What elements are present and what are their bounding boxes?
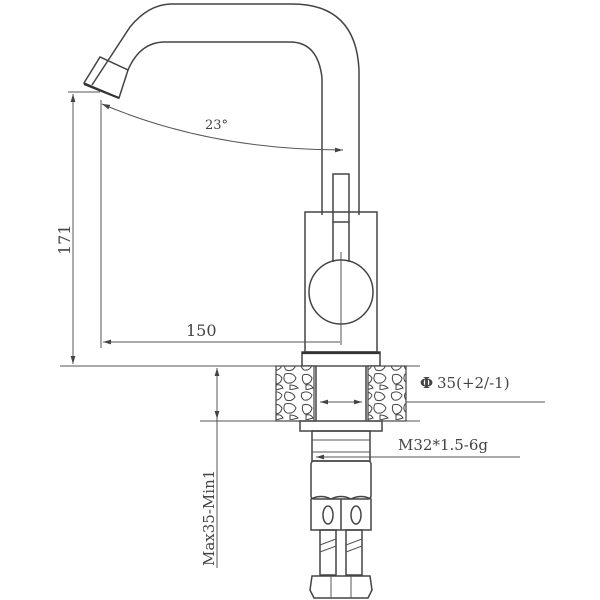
dimension-thread: M32*1.5-6g [316,436,520,460]
height-label: 171 [55,224,74,255]
mount-thickness-label: Max35-Min1 [200,470,218,566]
diameter-symbol: Φ [420,374,433,392]
countertop [60,365,420,422]
faucet-body [301,173,381,367]
thread-label: M32*1.5-6g [398,436,488,454]
angle-label: 23° [205,118,228,133]
reach-label: 150 [186,321,217,340]
dimension-diameter: Φ [406,374,545,403]
diameter-label: 35(+2/-1) [437,374,510,392]
dimension-angle: 23° [101,103,344,153]
dimension-mount-thickness: Max35-Min1 [200,368,220,568]
dimension-height: 171 [55,91,100,364]
spout [82,3,360,215]
mounting-shank [299,420,383,599]
dimension-reach: 150 [100,100,340,348]
